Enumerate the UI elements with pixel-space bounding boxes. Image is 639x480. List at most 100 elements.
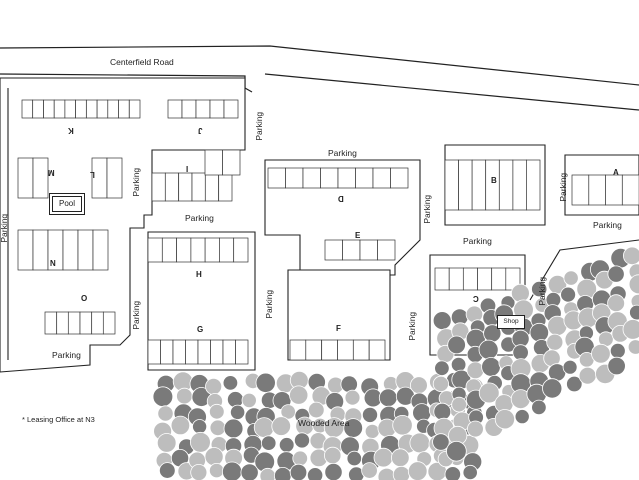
- tree: [451, 396, 467, 413]
- tree: [627, 339, 639, 355]
- apartment-unit: [377, 239, 396, 261]
- tree: [409, 376, 428, 395]
- tree: [222, 461, 243, 480]
- apartment-unit: [342, 239, 361, 261]
- apartment-unit: [471, 159, 487, 211]
- tree: [546, 333, 564, 351]
- apartment-unit: [21, 99, 34, 119]
- tree: [176, 387, 193, 405]
- apartment-unit: [222, 339, 236, 365]
- apartment-unit: [222, 149, 241, 176]
- apartment-unit: [32, 99, 44, 119]
- block-hg: [147, 231, 256, 371]
- apartment-unit: [92, 229, 109, 271]
- tree: [562, 359, 578, 375]
- road-edge-east: [264, 73, 639, 111]
- tree: [433, 402, 452, 421]
- tree: [447, 335, 466, 355]
- tree: [432, 433, 450, 451]
- apartment-unit: [107, 99, 119, 119]
- apartment-unit: [320, 167, 339, 189]
- building-label-b: B: [491, 176, 497, 185]
- tree: [478, 339, 499, 360]
- tree: [307, 401, 325, 419]
- apartment-unit: [491, 267, 507, 291]
- tree: [192, 419, 208, 435]
- tree: [271, 416, 292, 436]
- apartment-unit: [359, 239, 378, 261]
- apartment-unit: [324, 239, 343, 261]
- apartment-unit: [190, 237, 206, 263]
- building-label-i: I: [186, 165, 189, 174]
- parking-label-11: Parking: [407, 311, 418, 341]
- tree: [450, 356, 467, 373]
- parking-label-6: Parking: [254, 111, 265, 141]
- parking-label-14: Parking: [558, 172, 569, 202]
- apartment-unit: [390, 167, 409, 189]
- tree: [364, 423, 380, 439]
- tree: [609, 342, 626, 359]
- tree: [156, 433, 177, 453]
- apartment-unit: [352, 339, 370, 361]
- legend-leasing-office: * Leasing Office at N3: [22, 415, 95, 424]
- centerfield-road-edge-north: [0, 45, 639, 86]
- apartment-unit: [77, 229, 94, 271]
- apartment-unit: [161, 237, 177, 263]
- apartment-unit: [62, 229, 79, 271]
- apartment-unit: [498, 159, 514, 211]
- tree: [253, 417, 275, 438]
- apartment-unit: [477, 267, 493, 291]
- apartment-unit: [64, 99, 76, 119]
- tree: [392, 415, 413, 436]
- apartment-unit: [209, 99, 225, 119]
- tree: [629, 304, 639, 321]
- apartment-unit: [571, 174, 590, 206]
- apartment-unit: [204, 237, 220, 263]
- tree: [511, 283, 530, 303]
- parking-label-9: Parking: [131, 300, 142, 330]
- apartment-unit: [372, 167, 391, 189]
- tree: [432, 311, 452, 331]
- apartment-unit: [448, 267, 464, 291]
- tree: [481, 357, 501, 377]
- tree: [628, 274, 639, 295]
- apartment-unit: [178, 172, 193, 202]
- apartment-unit: [43, 99, 55, 119]
- tree: [170, 415, 191, 436]
- apartment-unit: [233, 237, 249, 263]
- apartment-unit: [485, 159, 500, 211]
- apartment-unit: [204, 172, 219, 202]
- parking-label-2: Parking: [185, 213, 214, 223]
- apartment-unit: [147, 339, 161, 365]
- tree: [407, 461, 428, 480]
- wooded-area-trees: [152, 246, 639, 480]
- tree: [324, 463, 343, 480]
- tree: [361, 406, 378, 423]
- tree: [446, 440, 467, 462]
- apartment-unit: [167, 99, 183, 119]
- tree: [204, 447, 224, 467]
- tree: [152, 386, 174, 408]
- tree: [222, 375, 239, 391]
- tree: [607, 294, 625, 313]
- apartment-unit: [204, 149, 223, 176]
- apartment-unit: [235, 339, 249, 365]
- tree: [623, 246, 639, 265]
- parking-label-12: Parking: [422, 194, 433, 224]
- apartment-unit: [181, 99, 197, 119]
- parking-label-10: Parking: [264, 289, 275, 319]
- tree: [434, 360, 450, 376]
- tree: [542, 378, 563, 399]
- apartment-unit: [197, 339, 211, 365]
- building-label-l: L: [90, 170, 95, 179]
- tree: [444, 466, 461, 480]
- tree: [512, 344, 529, 361]
- building-label-k: K: [68, 126, 74, 135]
- tree: [344, 389, 361, 406]
- building-label-e: E: [355, 231, 361, 240]
- tree: [240, 463, 259, 480]
- apartment-unit: [44, 311, 58, 335]
- tree: [390, 448, 410, 468]
- apartment-unit: [462, 267, 478, 291]
